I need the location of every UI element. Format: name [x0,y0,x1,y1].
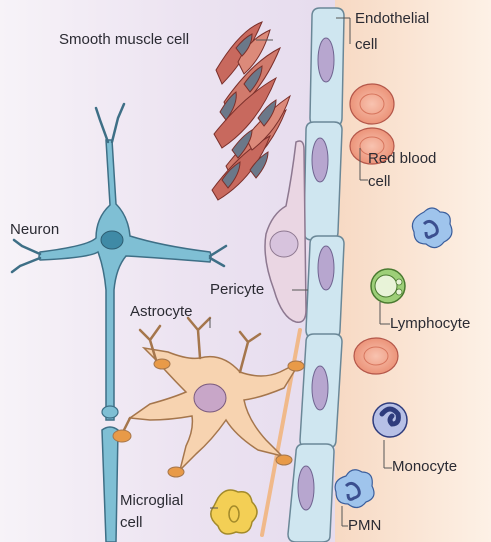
red-blood-cell [350,84,394,124]
label-red-blood-cell: cell [368,173,391,191]
label-lymphocyte: Lymphocyte [390,315,470,333]
label-red-blood: Red blood [368,150,436,168]
label-pericyte: Pericyte [210,281,264,299]
endothelial-cell [306,236,344,338]
label-microglial-cell: cell [120,514,143,532]
endothelial-cell [300,334,342,448]
endothelial-cell [304,122,342,240]
label-pmn: PMN [348,517,381,535]
label-smooth-muscle-cell: Smooth muscle cell [59,31,189,49]
monocyte [373,403,407,437]
endothelial-cell [288,444,334,542]
endothelial-cell [310,8,344,126]
lymphocyte [371,269,405,303]
label-astrocyte: Astrocyte [130,303,193,321]
label-neuron: Neuron [10,221,59,239]
red-blood-cell [354,338,398,374]
label-endothelial: Endothelial [355,10,429,28]
label-microglial: Microglial [120,492,183,510]
label-monocyte: Monocyte [392,458,457,476]
label-endothelial-cell: cell [355,36,378,54]
